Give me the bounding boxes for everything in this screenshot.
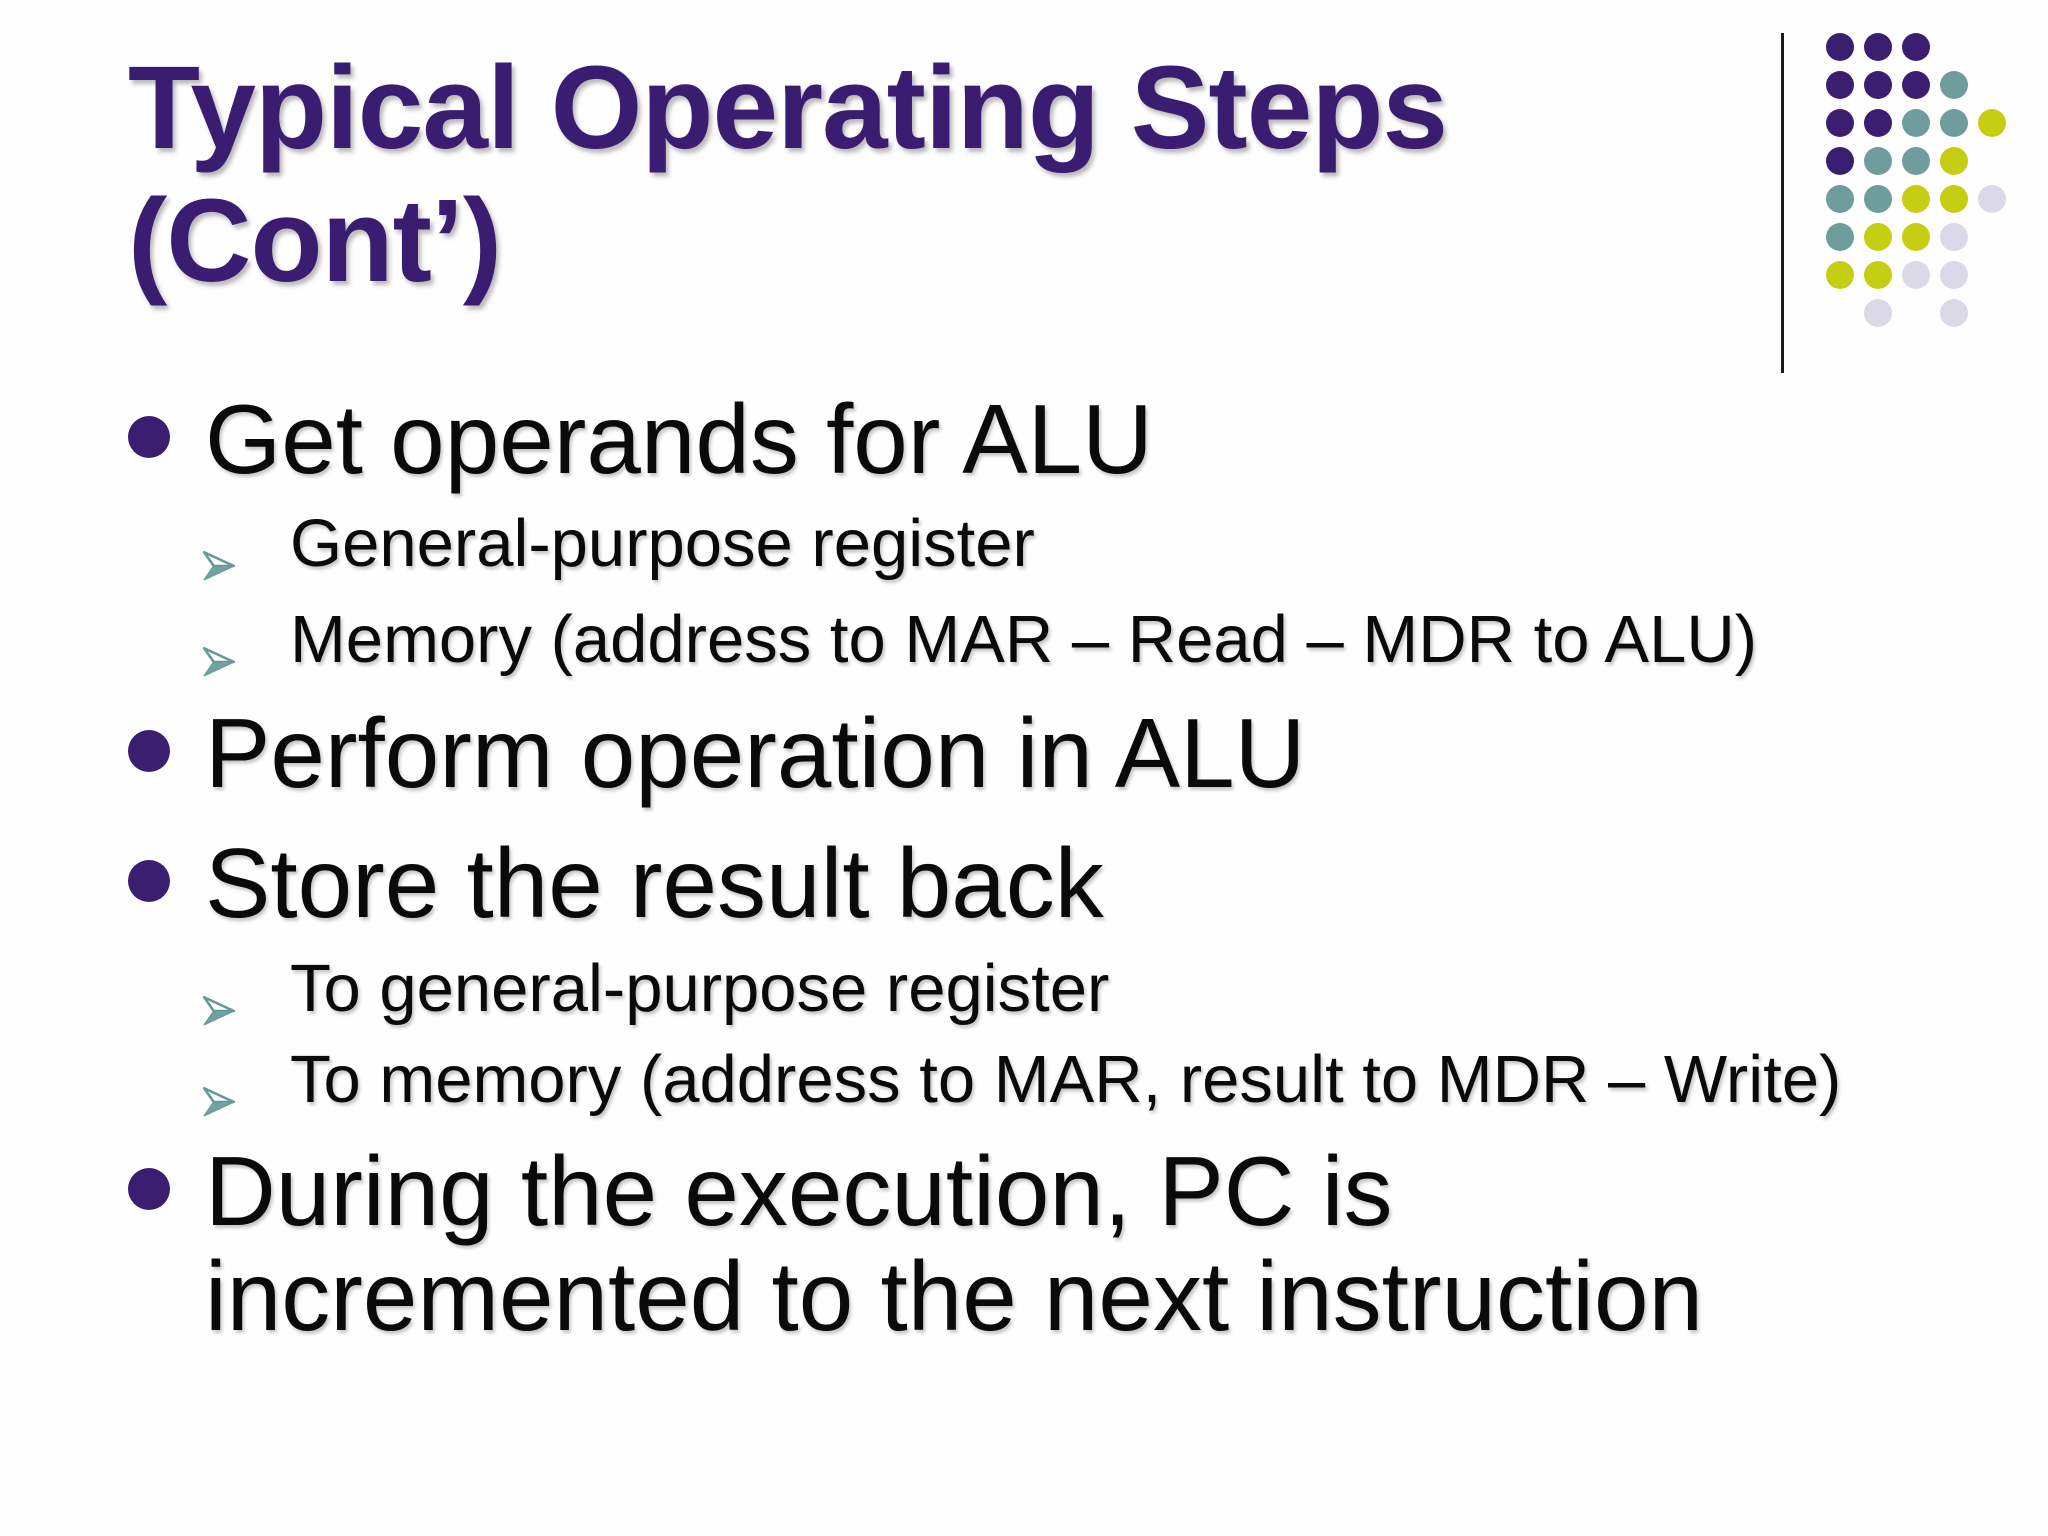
decoration-dot [1826,147,1854,175]
decoration-dot [1864,109,1892,137]
dot-grid-decoration [1826,33,2046,353]
decoration-dot [1940,109,1968,137]
bullet-text: Store the result back [205,828,1104,938]
bullet-text: Get operands for ALU [205,384,1153,494]
arrow-bullet-icon [201,526,237,581]
decoration-dot [1826,223,1854,251]
slide-body: Get operands for ALU General-purpose reg… [0,387,1900,1349]
decoration-dot [1826,261,1854,289]
disc-bullet-icon [128,730,170,772]
bullet-list: Get operands for ALU General-purpose reg… [0,387,1900,1349]
list-item: General-purpose register [0,506,1900,581]
decoration-dot [1864,299,1892,327]
decoration-dot [1864,147,1892,175]
decoration-dot [1902,261,1930,289]
bullet-text: Memory (address to MAR – Read – MDR to A… [290,602,1758,677]
decoration-dot [1978,185,2006,213]
decoration-dot [1940,261,1968,289]
slide-title: Typical Operating Steps (Cont’) [128,42,1448,308]
list-item: Memory (address to MAR – Read – MDR to A… [0,602,1900,677]
decoration-dot [1902,109,1930,137]
arrow-bullet-icon [201,971,237,1026]
decoration-dot [1978,109,2006,137]
decoration-dot [1864,71,1892,99]
decoration-dot [1940,71,1968,99]
decoration-dot [1864,223,1892,251]
arrow-bullet-icon [201,622,237,677]
bullet-text: To memory (address to MAR, result to MDR… [290,1042,1842,1117]
list-item: To general-purpose register [0,951,1900,1026]
decoration-dot [1826,109,1854,137]
list-item: Get operands for ALU [0,387,1900,492]
disc-bullet-icon [128,416,170,458]
disc-bullet-icon [128,1168,170,1210]
list-item: To memory (address to MAR, result to MDR… [0,1042,1900,1117]
decoration-dot [1826,33,1854,61]
decoration-dot [1940,185,1968,213]
bullet-text: Perform operation in ALU [205,698,1306,808]
bullet-text: General-purpose register [290,506,1035,581]
decoration-dot [1902,71,1930,99]
decoration-dot [1864,33,1892,61]
list-item: Store the result back [0,831,1900,936]
decoration-dot [1940,147,1968,175]
decoration-dot [1826,185,1854,213]
decoration-dot [1902,33,1930,61]
decoration-dot [1864,261,1892,289]
decoration-dot [1826,71,1854,99]
list-item: During the execution, PC is incremented … [0,1139,1900,1349]
arrow-bullet-icon [201,1062,237,1117]
decoration-dot [1902,223,1930,251]
bullet-text: During the execution, PC is incremented … [205,1136,1704,1351]
decoration-dot [1940,299,1968,327]
decoration-dot [1940,223,1968,251]
decoration-dot [1902,185,1930,213]
slide-title-line2: (Cont’) [128,175,502,307]
bullet-text: To general-purpose register [290,951,1110,1026]
slide-title-line1: Typical Operating Steps [128,42,1448,174]
divider-line [1781,33,1784,373]
disc-bullet-icon [128,860,170,902]
decoration-dot [1864,185,1892,213]
list-item: Perform operation in ALU [0,701,1900,806]
decoration-dot [1902,147,1930,175]
